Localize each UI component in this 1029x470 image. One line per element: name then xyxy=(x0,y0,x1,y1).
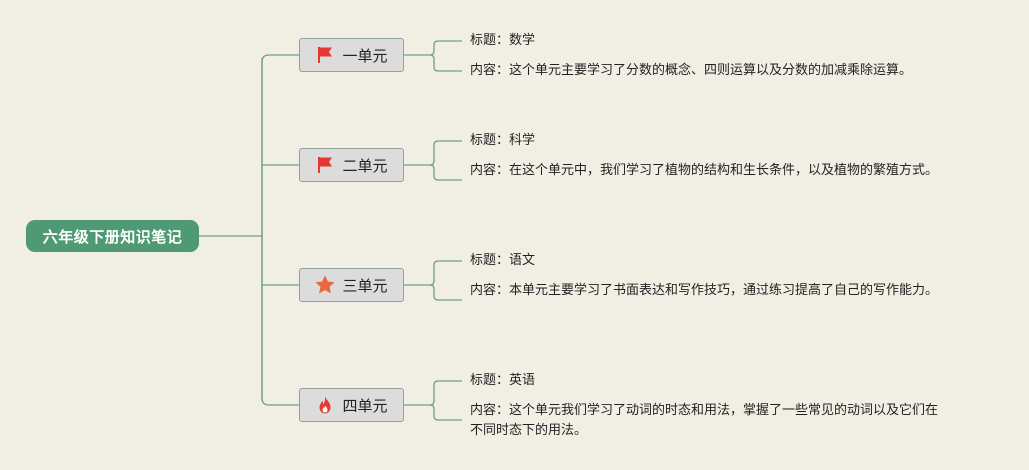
unit-1-content: 内容：这个单元主要学习了分数的概念、四则运算以及分数的加减乘除运算。 xyxy=(470,63,913,78)
leaf-connector-3b xyxy=(429,284,462,301)
unit-label: 三单元 xyxy=(342,276,388,295)
root-node[interactable]: 六年级下册知识笔记 xyxy=(26,220,199,252)
red-flag-icon xyxy=(315,155,335,175)
branch-connector-1 xyxy=(258,54,299,237)
unit-2-content: 内容：在这个单元中，我们学习了植物的结构和生长条件，以及植物的繁殖方式。 xyxy=(470,163,939,178)
unit-node-2[interactable]: 二单元 xyxy=(299,148,404,182)
unit-label: 二单元 xyxy=(342,156,388,175)
leaf-connector-1a xyxy=(404,40,462,56)
leaf-connector-1b xyxy=(429,54,462,72)
root-label: 六年级下册知识笔记 xyxy=(42,227,183,246)
unit-3-content: 内容：本单元主要学习了书面表达和写作技巧，通过练习提高了自己的写作能力。 xyxy=(470,283,939,298)
unit-node-1[interactable]: 一单元 xyxy=(299,38,404,72)
unit-label: 一单元 xyxy=(342,46,388,65)
red-fire-icon xyxy=(315,395,335,415)
red-flag-icon xyxy=(315,45,335,65)
leaf-connector-2b xyxy=(429,164,462,181)
unit-1-title: 标题：数学 xyxy=(470,33,536,48)
unit-node-4[interactable]: 四单元 xyxy=(299,388,404,422)
unit-3-title: 标题：语文 xyxy=(470,253,536,268)
branch-connector-4 xyxy=(261,236,299,406)
unit-node-3[interactable]: 三单元 xyxy=(299,268,404,302)
orange-star-icon xyxy=(315,275,335,295)
unit-2-title: 标题：科学 xyxy=(470,133,536,148)
unit-4-content: 内容：这个单元我们学习了动词的时态和用法，掌握了一些常见的动词以及它们在不同时态… xyxy=(470,403,939,438)
leaf-connector-3a xyxy=(404,260,462,286)
unit-label: 四单元 xyxy=(342,396,388,415)
leaf-connector-4b xyxy=(429,404,462,421)
unit-4-title: 标题：英语 xyxy=(470,373,536,388)
leaf-connector-4a xyxy=(404,380,462,406)
leaf-connector-2a xyxy=(404,140,462,166)
